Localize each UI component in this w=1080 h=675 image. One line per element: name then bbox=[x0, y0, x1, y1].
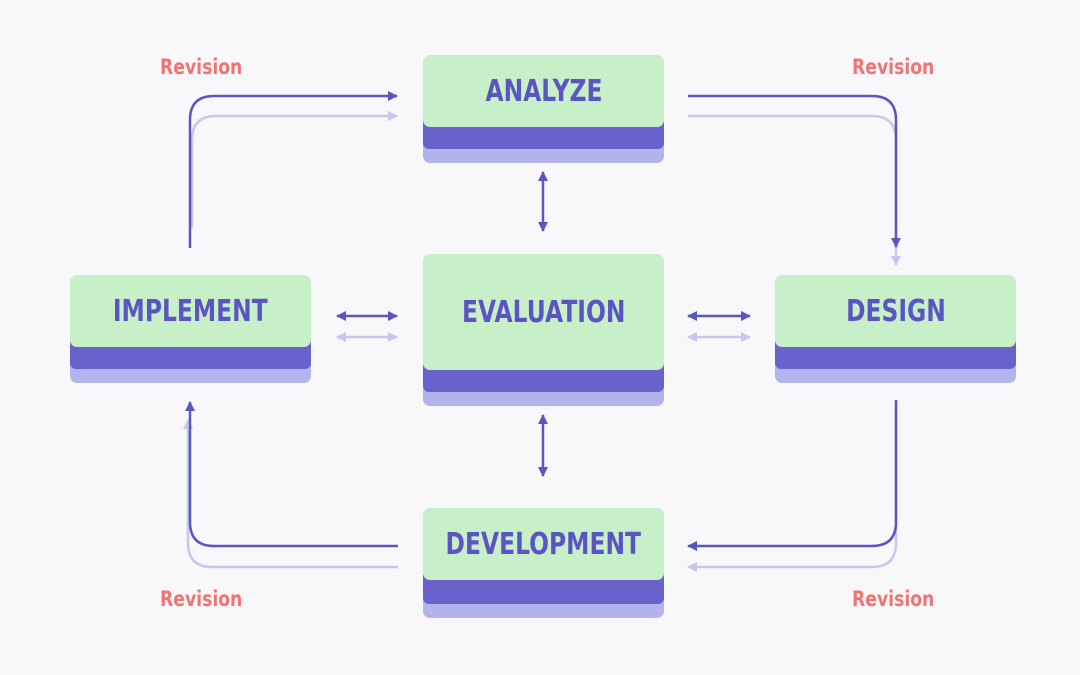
evaluation-label: EVALUATION bbox=[461, 294, 626, 330]
implement-label: IMPLEMENT bbox=[113, 293, 268, 329]
arrow-design-to-development bbox=[687, 400, 898, 551]
revision-label-bottom-left: Revision bbox=[160, 587, 243, 611]
arrow-development-to-implement bbox=[185, 401, 398, 548]
design-label: DESIGN bbox=[845, 293, 946, 329]
analyze-node: ANALYZE bbox=[423, 55, 664, 163]
revision-label-top-right: Revision bbox=[852, 55, 935, 79]
implement-node: IMPLEMENT bbox=[70, 275, 311, 383]
development-node: DEVELOPMENT bbox=[423, 508, 664, 618]
arrow-design-to-development-ghost bbox=[687, 405, 898, 572]
arrow-development-to-implement-ghost bbox=[183, 419, 398, 569]
design-node: DESIGN bbox=[775, 275, 1016, 383]
revision-label-bottom-right: Revision bbox=[852, 587, 935, 611]
arrow-analyze-to-design-ghost bbox=[688, 114, 901, 266]
arrow-implement-to-analyze-ghost bbox=[190, 111, 398, 228]
development-label: DEVELOPMENT bbox=[445, 526, 642, 562]
evaluation-node: EVALUATION bbox=[423, 254, 664, 406]
arrow-analyze-to-design bbox=[688, 94, 901, 248]
revision-label-top-left: Revision bbox=[160, 55, 243, 79]
analyze-label: ANALYZE bbox=[485, 73, 602, 109]
arrow-implement-to-analyze bbox=[188, 91, 398, 248]
